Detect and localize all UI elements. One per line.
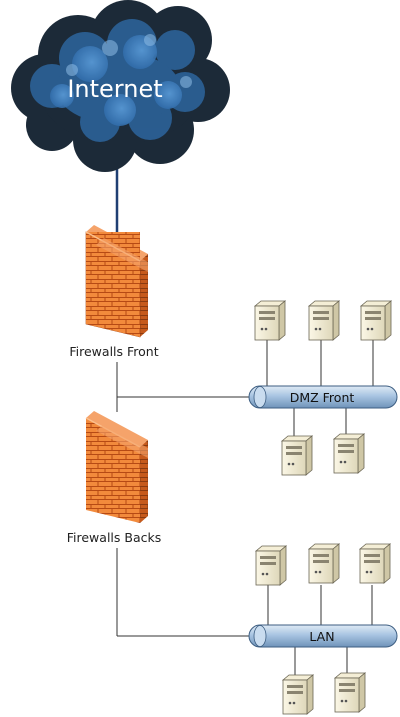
- dmz-server-3: [359, 300, 393, 341]
- firewall-front: [85, 225, 148, 338]
- dmz-server-1: [253, 300, 287, 341]
- dmz-server-4: [280, 435, 314, 476]
- lan-server-5: [333, 672, 367, 713]
- connections: [115, 165, 374, 675]
- lan-server-4: [281, 674, 315, 715]
- lan-server-1: [254, 545, 288, 586]
- firewall-front-label: Firewalls Front: [69, 344, 158, 359]
- internet-cloud: Internet: [11, 0, 230, 172]
- firewall-back-label: Firewalls Backs: [67, 530, 161, 545]
- servers: [253, 300, 393, 715]
- dmz-front-label: DMZ Front: [290, 390, 355, 405]
- lan-server-3: [358, 543, 392, 584]
- internet-label: Internet: [67, 75, 162, 103]
- lan-label: LAN: [309, 629, 334, 644]
- dmz-server-2: [307, 300, 341, 341]
- dmz-server-5: [332, 433, 366, 474]
- firewall-back: [85, 411, 148, 523]
- lan-server-2: [307, 543, 341, 584]
- dmz-front-bus: DMZ Front: [248, 385, 398, 409]
- lan-bus: LAN: [248, 624, 398, 648]
